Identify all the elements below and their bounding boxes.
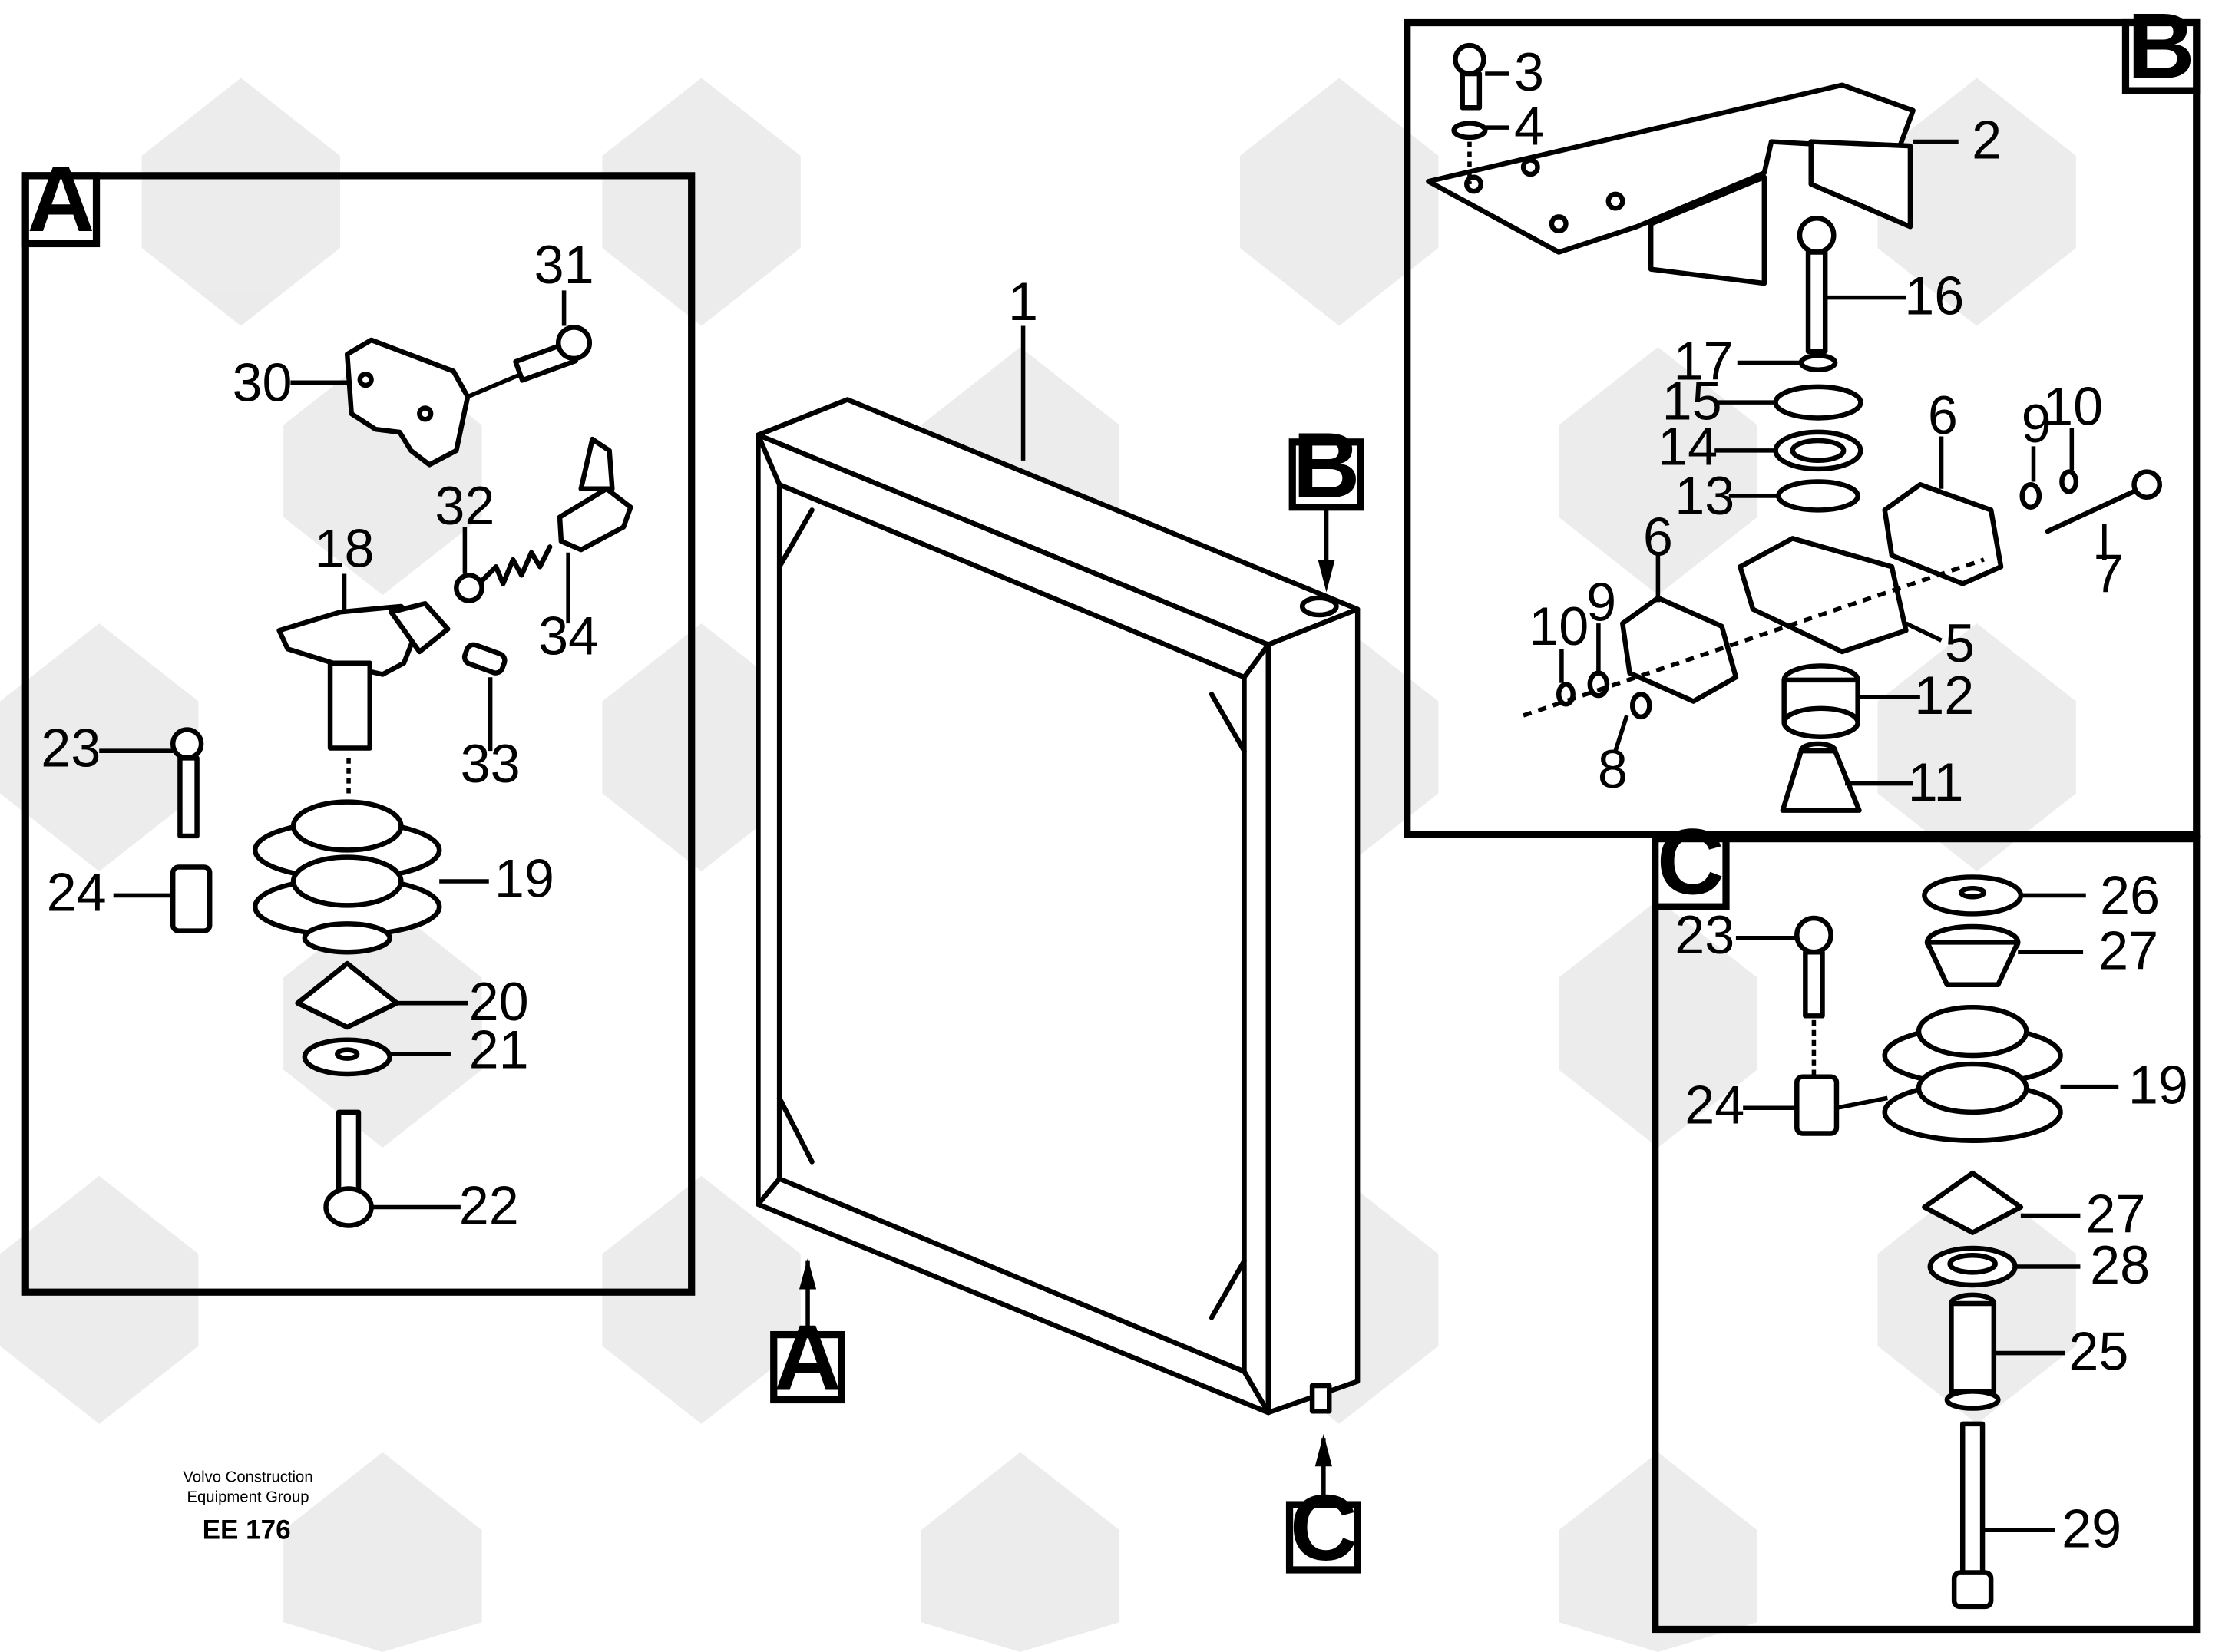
callout-23a: 23 xyxy=(41,718,101,778)
panel-c-label: C xyxy=(1657,810,1724,914)
callout-3: 3 xyxy=(1514,42,1544,102)
callout-11: 11 xyxy=(1908,752,1964,812)
callout-28: 28 xyxy=(2090,1235,2150,1295)
callout-2: 2 xyxy=(1972,111,2002,170)
callout-8: 8 xyxy=(1598,739,1628,799)
callout-13: 13 xyxy=(1675,466,1734,526)
footer-drawing-code: EE 176 xyxy=(203,1515,291,1545)
callout-10a: 10 xyxy=(2043,377,2103,437)
callout-24a: 24 xyxy=(47,863,107,923)
detail-panel-c: C xyxy=(1652,810,2201,1634)
pointer-b-label: B xyxy=(1293,413,1361,517)
callout-23c: 23 xyxy=(1675,905,1734,965)
callout-33: 33 xyxy=(461,734,521,794)
callout-18: 18 xyxy=(315,518,375,578)
callout-29: 29 xyxy=(2062,1498,2121,1558)
callout-16: 16 xyxy=(1904,266,1964,326)
callout-26: 26 xyxy=(2100,865,2160,925)
callout-1: 1 xyxy=(1008,272,1038,332)
pointer-c: C xyxy=(1285,1433,1361,1580)
pointer-a: A xyxy=(770,1257,845,1410)
callout-27b: 27 xyxy=(2086,1184,2146,1244)
callout-19a: 19 xyxy=(494,848,554,908)
watermark-layer xyxy=(0,78,2076,1652)
panel-b-label: B xyxy=(2128,0,2195,98)
callout-32: 32 xyxy=(435,476,494,536)
callout-15: 15 xyxy=(1662,371,1722,431)
callout-14: 14 xyxy=(1658,416,1718,476)
radiator-core xyxy=(756,325,1361,1416)
callout-30: 30 xyxy=(232,352,292,412)
callout-10b: 10 xyxy=(1529,596,1589,656)
callout-6b: 6 xyxy=(1643,507,1673,567)
callout-4: 4 xyxy=(1514,96,1544,156)
pointer-c-label: C xyxy=(1290,1475,1357,1580)
footer-company-line2: Equipment Group xyxy=(187,1488,309,1505)
callout-20: 20 xyxy=(469,972,529,1032)
callout-17: 17 xyxy=(1673,332,1733,392)
pointer-b: B xyxy=(1288,413,1364,593)
callout-19c: 19 xyxy=(2128,1056,2188,1115)
detail-panel-b: B xyxy=(1404,0,2201,838)
callout-7: 7 xyxy=(2094,544,2124,603)
callout-9a: 9 xyxy=(2022,394,2052,454)
detail-panel-a: A xyxy=(21,147,696,1296)
callout-21: 21 xyxy=(469,1020,529,1080)
callout-24c: 24 xyxy=(1685,1075,1744,1135)
callout-9b: 9 xyxy=(1586,572,1616,632)
callout-27a: 27 xyxy=(2098,920,2158,980)
callout-5: 5 xyxy=(1945,613,1975,673)
panel-a-label: A xyxy=(27,147,94,251)
callout-31: 31 xyxy=(534,235,594,295)
footer-company-line1: Volvo Construction xyxy=(183,1469,312,1486)
callout-25: 25 xyxy=(2068,1322,2128,1382)
callout-22: 22 xyxy=(459,1176,519,1236)
callout-12: 12 xyxy=(1914,666,1974,725)
callout-6a: 6 xyxy=(1928,385,1958,445)
callout-34: 34 xyxy=(538,606,598,666)
pointer-a-label: A xyxy=(774,1306,842,1410)
